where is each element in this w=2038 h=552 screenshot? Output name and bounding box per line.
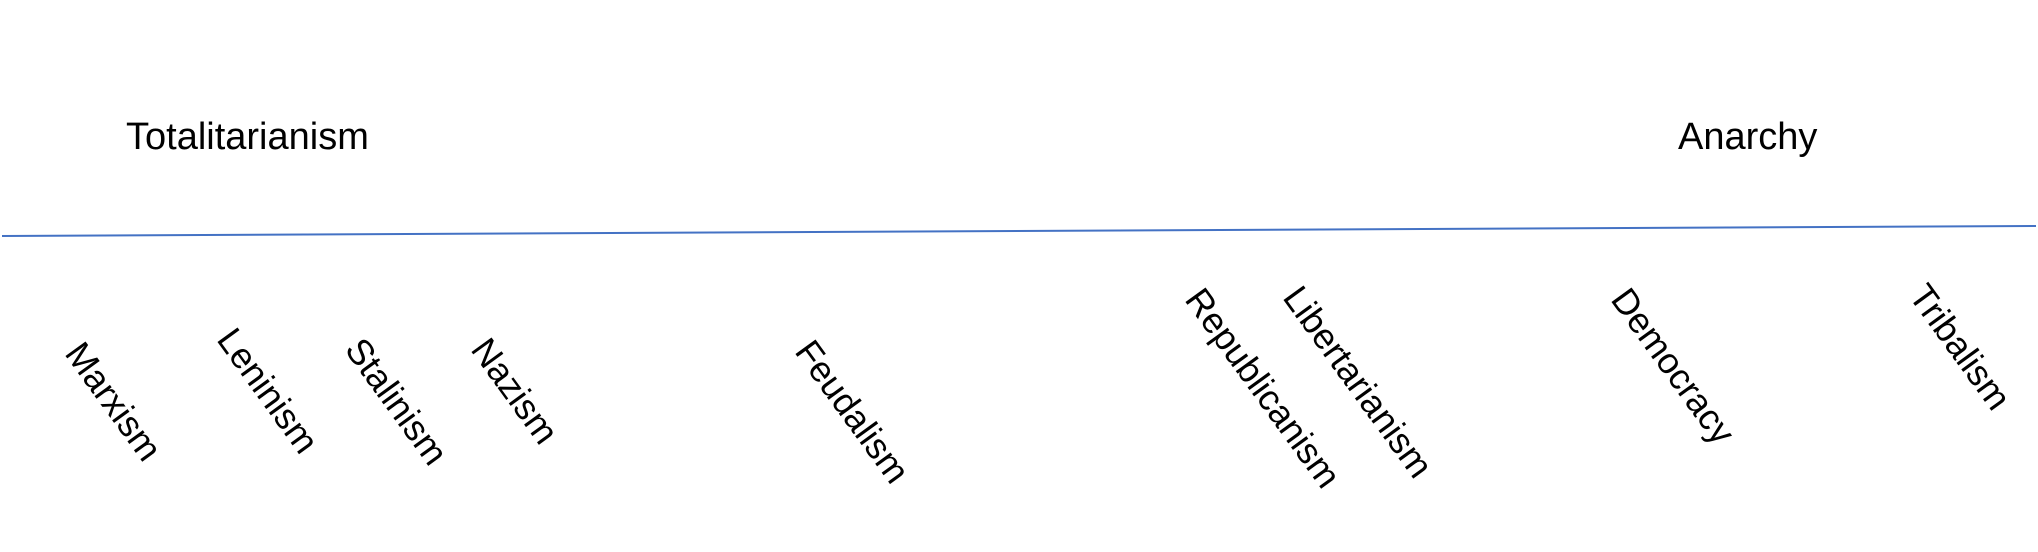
spectrum-axis-line bbox=[1, 225, 2037, 237]
pole-label-left: Totalitarianism bbox=[126, 116, 369, 158]
pole-label-right: Anarchy bbox=[1678, 116, 1818, 158]
